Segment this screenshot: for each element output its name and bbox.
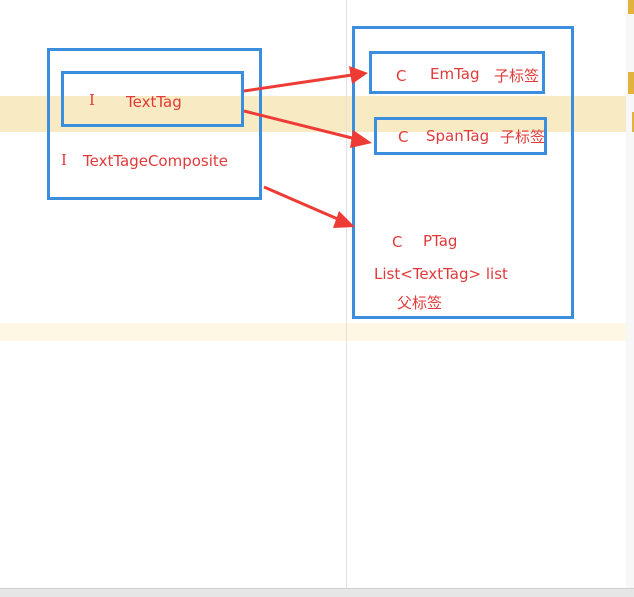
composite-marker: I — [61, 151, 67, 169]
emtag-role: 子标签 — [494, 67, 540, 85]
emtag-marker: C — [396, 67, 407, 85]
spantag-marker: C — [398, 128, 409, 146]
texttag-box — [61, 71, 244, 127]
ptag-marker: C — [392, 233, 403, 251]
texttag-label: TextTag — [126, 93, 182, 111]
ptag-field: List<TextTag> list — [374, 265, 508, 283]
horizontal-scrollbar[interactable] — [0, 588, 634, 597]
scroll-marker-middle — [628, 72, 634, 94]
arrow-to-emtag — [243, 66, 368, 93]
emtag-label: EmTag — [430, 65, 480, 83]
right-group-box — [352, 26, 574, 319]
scroll-marker-lower — [632, 112, 634, 132]
column-divider — [346, 0, 347, 590]
composite-label: TextTageComposite — [83, 152, 229, 170]
ptag-label: PTag — [423, 232, 458, 250]
current-line-band — [0, 323, 634, 341]
scroll-marker-top — [628, 0, 634, 14]
spantag-box — [374, 117, 547, 155]
spantag-role: 子标签 — [500, 128, 546, 146]
ptag-role: 父标签 — [397, 294, 443, 312]
arrow-to-ptag — [263, 185, 355, 228]
texttag-marker: I — [89, 91, 95, 109]
spantag-label: SpanTag — [426, 127, 490, 145]
scrollbar-track[interactable] — [626, 0, 634, 590]
emtag-box — [369, 51, 545, 94]
